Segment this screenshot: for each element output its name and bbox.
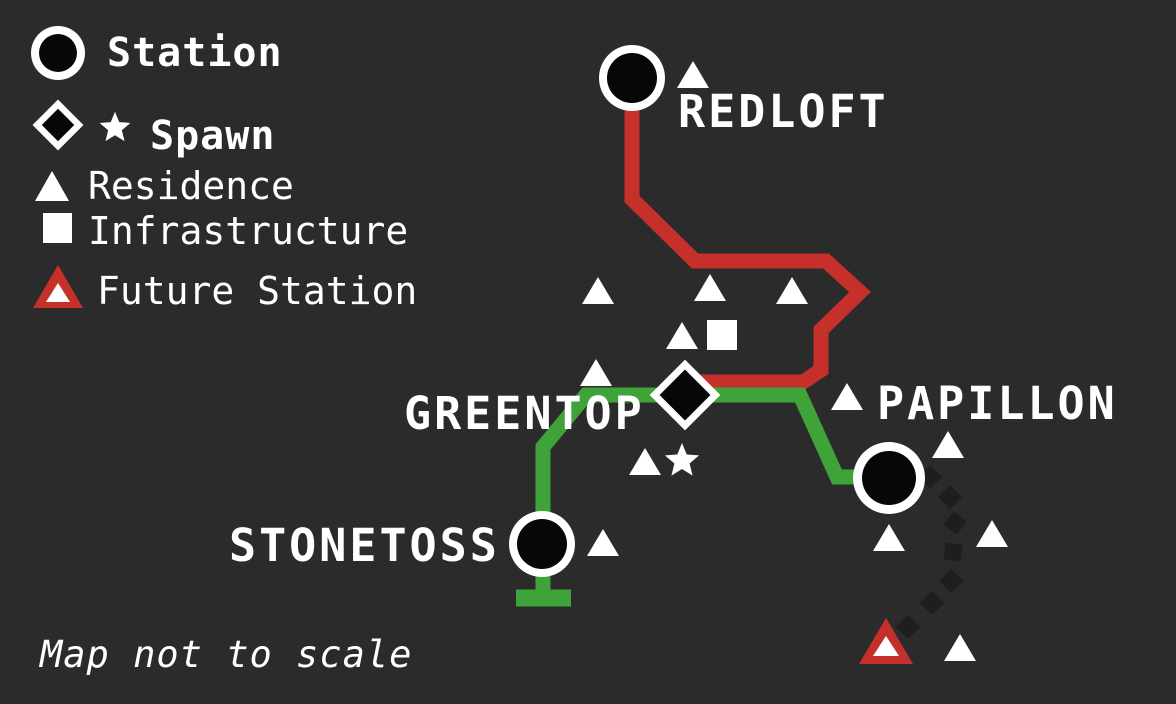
spawn-diamond-fill (659, 369, 711, 421)
station-circle-fill (517, 519, 567, 569)
residence-markers (580, 61, 1008, 661)
dotted-route-dot (943, 511, 967, 535)
residence-triangle-icon (666, 322, 698, 349)
future-station-marker (859, 618, 913, 664)
infrastructure-square-icon (707, 320, 737, 350)
station-label-stonetoss: STONETOSS (229, 519, 500, 572)
future-station-triangle-inner (46, 283, 70, 302)
legend-item-future-station: Future Station (33, 265, 417, 313)
dotted-route-dot (943, 542, 963, 562)
station-stonetoss-marker (509, 511, 575, 577)
station-redloft-marker (599, 45, 665, 111)
star-icon (99, 111, 131, 142)
red-metro-line (624, 68, 871, 390)
station-label-greentop: GREENTOP (404, 387, 645, 440)
residence-triangle-icon (831, 383, 863, 410)
residence-triangle-icon (976, 520, 1008, 547)
residence-triangle-icon (776, 277, 808, 304)
residence-triangle-icon (932, 431, 964, 458)
station-circle-fill (862, 451, 916, 505)
station-label-redloft: REDLOFT (678, 85, 889, 138)
station-circle-fill (607, 53, 657, 103)
legend-infrastructure-label: Infrastructure (88, 209, 408, 253)
residence-triangle-icon (944, 634, 976, 661)
legend-station-label: Station (107, 30, 283, 76)
future-station-triangle-inner (873, 636, 899, 656)
residence-triangle-icon (587, 529, 619, 556)
legend: Station Spawn Residence Infrastructure (31, 26, 417, 313)
residence-triangle-icon (873, 524, 905, 551)
legend-spawn-label: Spawn (150, 113, 275, 159)
residence-triangle-icon (694, 274, 726, 301)
station-circle-icon-fill (39, 34, 77, 72)
legend-item-infrastructure: Infrastructure (43, 209, 408, 253)
legend-item-residence: Residence (35, 164, 294, 208)
station-label-papillon: PAPILLON (877, 377, 1118, 430)
station-papillon-marker (853, 442, 925, 514)
legend-future-station-label: Future Station (97, 269, 417, 313)
residence-triangle-icon (677, 61, 709, 88)
spawn-star-icon (664, 443, 700, 476)
residence-triangle-icon (629, 448, 661, 475)
residence-triangle-icon (582, 277, 614, 304)
residence-triangle-icon (580, 359, 612, 386)
legend-item-station: Station (31, 26, 283, 80)
map-scale-footnote: Map not to scale (38, 633, 412, 676)
legend-item-spawn: Spawn (32, 99, 275, 159)
residence-triangle-icon (35, 171, 69, 201)
legend-residence-label: Residence (88, 164, 294, 208)
infrastructure-square-icon (43, 213, 72, 243)
star-icon (664, 443, 700, 476)
